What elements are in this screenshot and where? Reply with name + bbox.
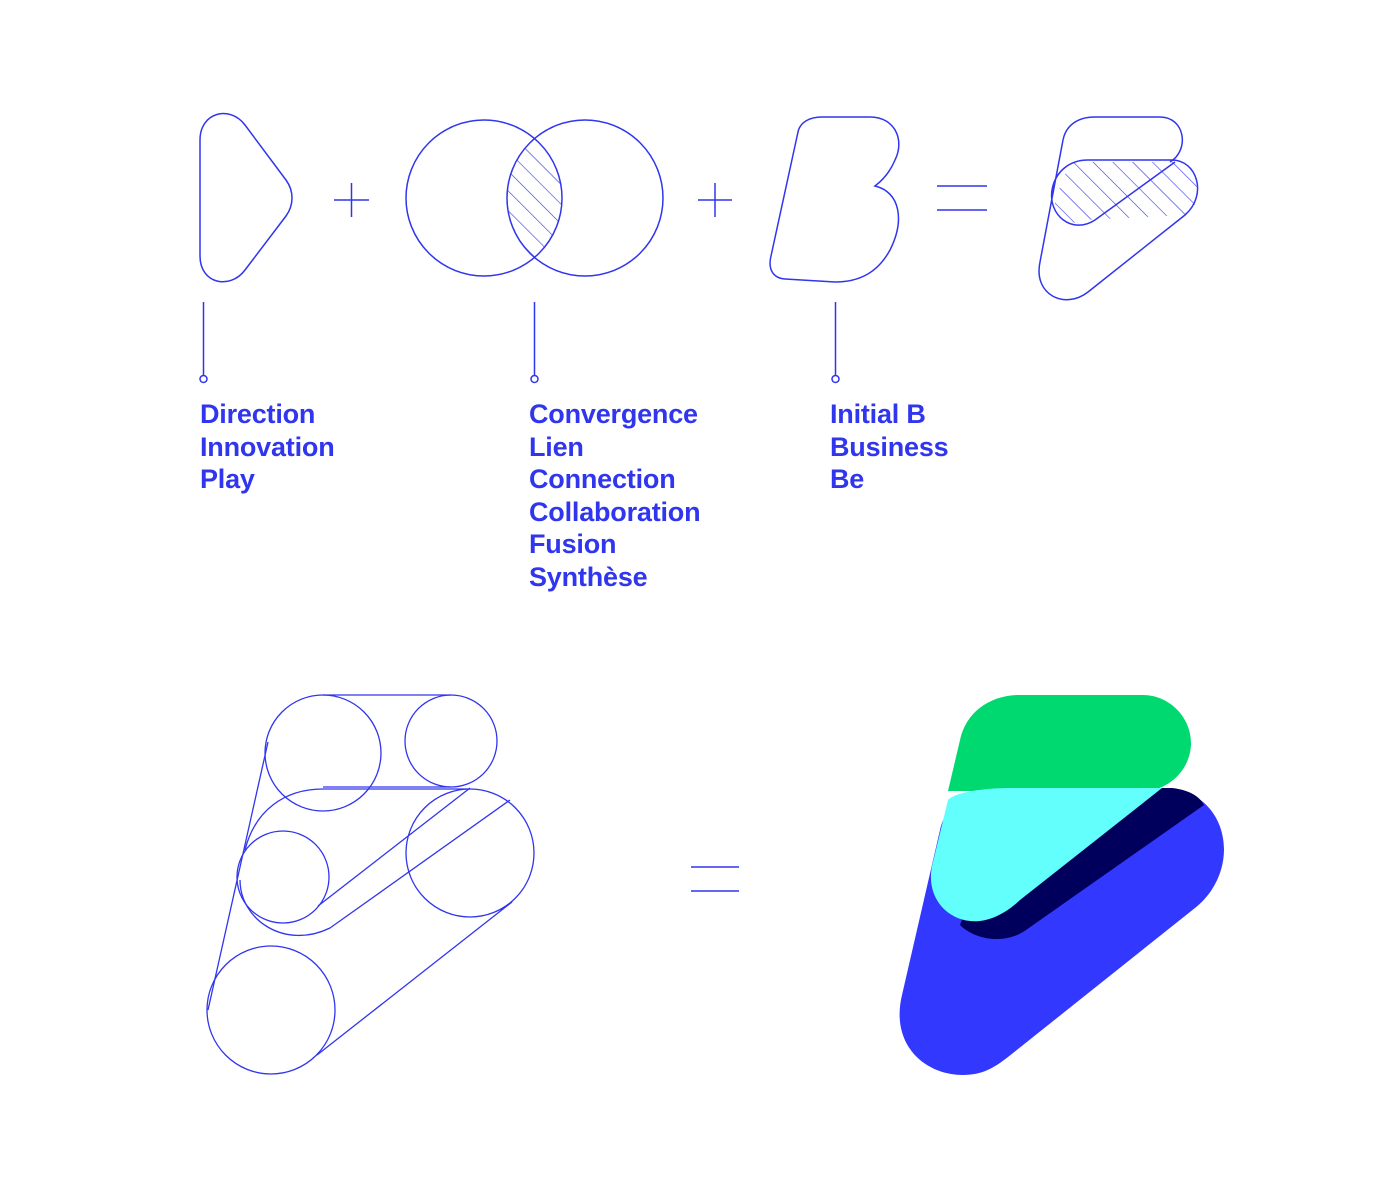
direction-keywords: Direction Innovation Play	[200, 398, 335, 496]
keyword: Innovation	[200, 431, 335, 462]
plus-icon	[334, 183, 369, 217]
keyword: Fusion	[529, 529, 617, 559]
initial-keywords: Initial B Business Be	[830, 398, 949, 496]
geometric-construction	[206, 694, 535, 1075]
initial-b-shape	[769, 116, 900, 283]
final-logo	[899, 695, 1224, 1075]
connector-convergence	[530, 302, 539, 384]
convergence-circles	[405, 119, 664, 277]
result-logo-outline	[1038, 116, 1199, 301]
connector-initial	[831, 302, 840, 384]
keyword: Initial B	[830, 399, 926, 429]
keyword: Collaboration	[529, 496, 701, 527]
equals-icon	[937, 185, 987, 211]
direction-shape	[199, 112, 293, 283]
connector-direction	[199, 302, 208, 384]
keyword: Connection	[529, 464, 676, 494]
keyword: Be	[830, 464, 865, 494]
convergence-keywords: Convergence Lien Connection Collaboratio…	[529, 398, 701, 593]
keyword: Synthèse	[529, 561, 648, 592]
equals-icon	[691, 866, 739, 892]
keyword: Convergence	[529, 399, 698, 429]
keyword: Direction	[200, 399, 316, 429]
keyword: Play	[200, 464, 255, 494]
keyword: Lien	[529, 431, 584, 462]
plus-icon	[698, 183, 732, 217]
keyword: Business	[830, 431, 949, 462]
